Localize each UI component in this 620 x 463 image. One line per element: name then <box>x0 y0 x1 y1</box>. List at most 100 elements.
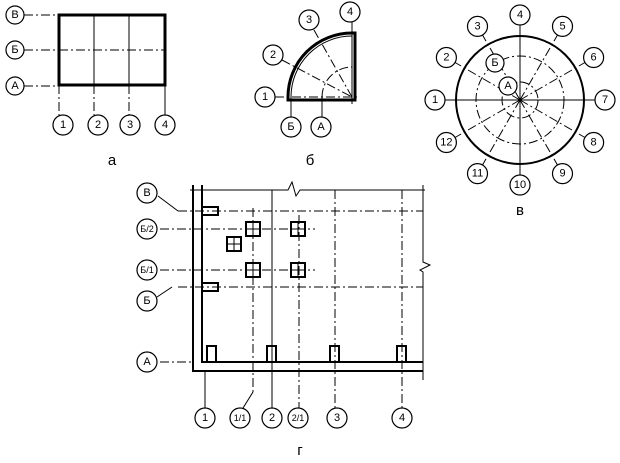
axis-bubble: 8 <box>583 131 605 154</box>
radial-axis-line <box>482 99 521 166</box>
axis-bubble-col: 2 <box>261 407 283 429</box>
axis-bubble-row: В <box>5 5 25 25</box>
caption-a: а <box>108 152 117 169</box>
axis-label: Б <box>143 295 150 307</box>
axis-label: 3 <box>474 20 480 32</box>
column <box>245 221 261 237</box>
axis-label: Б <box>11 44 18 56</box>
axis-label: 12 <box>440 137 452 149</box>
axis-label: А <box>317 121 325 133</box>
axis-bubble: Б <box>280 116 302 138</box>
axis-bubble-row: А <box>136 351 158 373</box>
axis-label: 1 <box>60 119 66 131</box>
axis-label: 7 <box>602 94 608 106</box>
axis-label: 2/1 <box>292 413 305 423</box>
column <box>290 262 306 278</box>
caption-g: г <box>297 442 303 459</box>
radial-axis-line <box>519 99 586 138</box>
axis-label: 8 <box>591 137 597 149</box>
embedded-plate <box>202 282 219 292</box>
axis-label: 2 <box>95 119 101 131</box>
axis-bubble-col: 2/1 <box>287 407 309 429</box>
axis-bubble-col: 3 <box>326 407 348 429</box>
axis-bubble: 1 <box>254 86 276 108</box>
axis-bubble-row: В <box>136 182 158 204</box>
axis-label: 4 <box>517 9 523 21</box>
axis-bubble: 11 <box>466 163 489 185</box>
axis-bubble: 4 <box>339 1 361 23</box>
axis-label: 11 <box>472 168 483 180</box>
axis-bubble: 3 <box>466 15 489 37</box>
axis-bubble-col: 1 <box>194 407 216 429</box>
axis-label: 2 <box>443 52 449 64</box>
radial-axis-line <box>519 34 558 101</box>
radial-axis-line <box>519 99 558 166</box>
axis-bubble: Б <box>485 53 505 73</box>
axis-label: Б <box>287 121 294 133</box>
axis-label: А <box>11 80 19 92</box>
break-line-top <box>190 180 425 198</box>
caption-v: в <box>516 202 524 219</box>
axis-label: 1 <box>262 91 268 103</box>
axis-bubble: 5 <box>551 15 574 37</box>
axis-label: 4 <box>399 412 405 424</box>
embedded-plate <box>202 206 219 216</box>
diagram-a: В Б А 1 2 3 4 а <box>5 5 176 169</box>
caption-b: б <box>306 152 315 169</box>
axis-label: 4 <box>347 6 353 18</box>
axis-bubble-col: 4 <box>154 114 176 136</box>
outer-wall <box>192 185 423 372</box>
axis-label: 1 <box>432 94 438 106</box>
axis-bubble-col: 2 <box>87 114 109 136</box>
pilaster <box>206 345 217 363</box>
axis-bubble: 2 <box>262 44 284 66</box>
radial-axis-line <box>454 99 521 138</box>
column <box>290 221 306 237</box>
axis-label: 6 <box>591 52 597 64</box>
axis-label: Б <box>491 57 498 69</box>
pilaster <box>396 345 407 363</box>
axis-bubble-row: Б <box>136 290 158 312</box>
axis-bubble-row: Б/2 <box>136 218 158 240</box>
axis-bubble: А <box>310 116 332 138</box>
axis-bubble: 9 <box>551 163 574 185</box>
axis-bubble-row: Б/1 <box>136 259 158 281</box>
axis-label: 2 <box>270 49 276 61</box>
axis-label: 9 <box>559 168 565 180</box>
axis-label: 3 <box>334 412 340 424</box>
axis-label: А <box>143 356 151 368</box>
axis-label: 3 <box>127 119 133 131</box>
axis-bubble-col: 3 <box>119 114 141 136</box>
axis-bubble-col: 4 <box>391 407 413 429</box>
axis-bubble: 10 <box>509 174 531 196</box>
pilaster <box>266 345 277 363</box>
diagram-g: В Б/2 Б/1 Б А 1 1/1 2 2/1 3 4 г <box>136 180 432 459</box>
axis-label: 3 <box>306 14 312 26</box>
axis-bubble: 7 <box>594 89 616 111</box>
radial-axis-line <box>519 62 586 101</box>
axis-bubble: 1 <box>424 89 446 111</box>
inner-wall <box>201 185 423 363</box>
axis-bubble-col: 1 <box>52 114 74 136</box>
axis-label: 5 <box>559 20 565 32</box>
axis-label: А <box>504 80 512 92</box>
axis-label: В <box>143 187 150 199</box>
axis-label: 4 <box>162 119 168 131</box>
axis-bubble: А <box>498 76 518 96</box>
axis-label: 2 <box>269 412 275 424</box>
column <box>226 236 242 252</box>
axis-bubble: 3 <box>298 9 320 31</box>
axis-bubble: 2 <box>435 46 457 69</box>
axis-bubble-row: А <box>5 76 25 96</box>
axis-label: Б/2 <box>140 224 153 234</box>
axis-label: Б/1 <box>140 265 153 275</box>
column <box>245 262 261 278</box>
axis-label: 1/1 <box>234 413 247 423</box>
axis-label: В <box>11 9 18 21</box>
axis-label: 1 <box>202 412 208 424</box>
break-line-right <box>419 185 432 380</box>
axis-bubble: 6 <box>583 46 605 69</box>
axis-bubble-row: Б <box>5 40 25 60</box>
diagram-b: 1 2 3 4 Б А б <box>254 1 361 169</box>
